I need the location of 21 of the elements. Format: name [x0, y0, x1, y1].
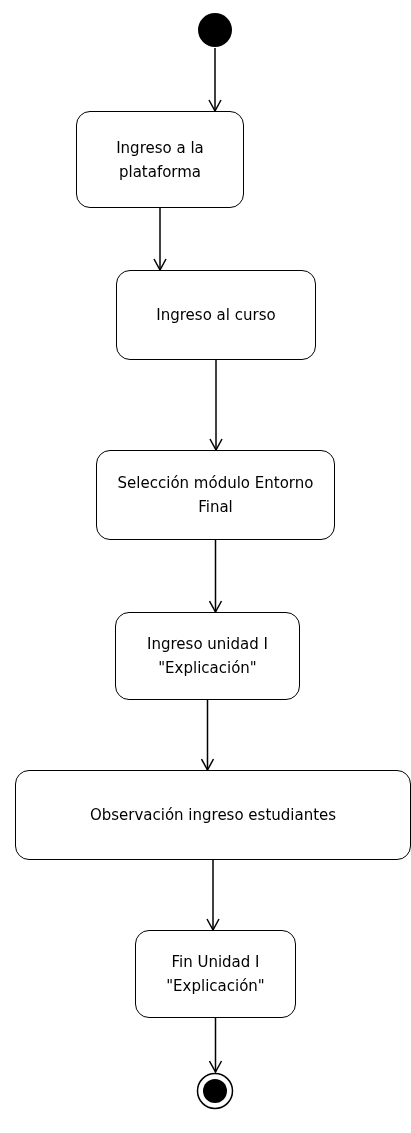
activity-box	[116, 270, 316, 360]
activity-label: Observación ingreso estudiantes	[89, 805, 337, 826]
initial-node	[197, 12, 233, 48]
arrow	[208, 47, 222, 112]
arrow	[206, 859, 220, 931]
activity-label: Fin Unidad I "Explicación"	[165, 952, 266, 997]
activity-label: Ingreso unidad I "Explicación"	[146, 634, 269, 679]
arrow	[209, 359, 223, 451]
activity-box	[115, 612, 300, 700]
activity-label: Selección módulo Entorno Final	[116, 473, 315, 518]
arrow	[153, 207, 167, 271]
final-node	[196, 1072, 234, 1110]
activity-box	[96, 450, 335, 540]
activity-box	[135, 930, 296, 1018]
arrow	[200, 699, 215, 771]
activity-label: Ingreso al curso	[156, 305, 276, 326]
activity-box	[76, 111, 244, 208]
activity-box	[15, 770, 411, 860]
activity-label: Ingreso a la plataforma	[115, 137, 205, 183]
arrow	[208, 539, 223, 613]
arrow	[208, 1017, 223, 1073]
